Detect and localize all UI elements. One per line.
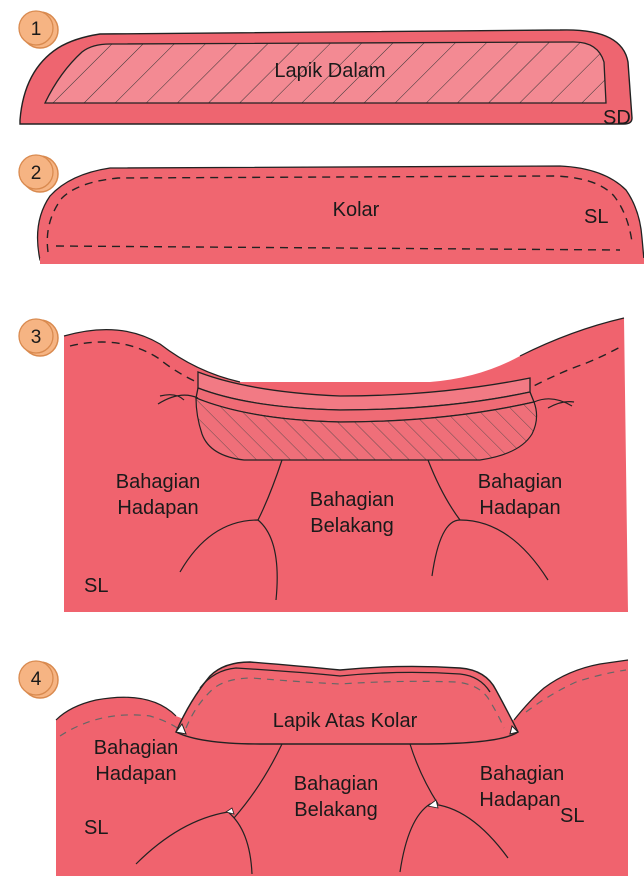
collar-bottom-fill (40, 258, 644, 264)
label-front-right-line2-step3: Hadapan (479, 497, 560, 519)
garment-body-step3 (64, 318, 628, 612)
label-back-line2-step3: Belakang (310, 515, 393, 537)
step-4-badge: 4 (19, 661, 58, 698)
label-front-left-line1-step4: Bahagian (94, 737, 179, 759)
label-front-right-line1-step4: Bahagian (480, 763, 565, 785)
label-sl-left-step4: SL (84, 817, 108, 839)
label-sd: SD (603, 107, 631, 129)
label-front-left-line2-step3: Hadapan (117, 497, 198, 519)
step-1: 1 Lapik Dalam SD (19, 11, 632, 129)
label-lapik-atas-kolar: Lapik Atas Kolar (273, 710, 418, 732)
label-sl-step2: SL (584, 206, 608, 228)
label-front-right-line1-step3: Bahagian (478, 471, 563, 493)
step-3-number: 3 (31, 327, 42, 348)
label-front-left-line2-step4: Hadapan (95, 763, 176, 785)
step-4: 4 Lapik Atas Kolar Bahagian Hadapan Baha… (19, 660, 628, 876)
step-3: 3 Bahagian Hadapan Bahagian Belakang Bah… (19, 318, 628, 612)
label-sl-right-step4: SL (560, 805, 584, 827)
step-4-number: 4 (31, 669, 42, 690)
step-3-badge: 3 (19, 319, 58, 356)
label-front-left-line1-step3: Bahagian (116, 471, 201, 493)
label-back-line1-step3: Bahagian (310, 489, 395, 511)
step-2-number: 2 (31, 163, 42, 184)
label-back-line1-step4: Bahagian (294, 773, 379, 795)
step-1-number: 1 (31, 19, 42, 40)
label-front-right-line2-step4: Hadapan (479, 789, 560, 811)
label-sl-step3: SL (84, 575, 108, 597)
label-lapik-dalam: Lapik Dalam (274, 60, 385, 82)
label-back-line2-step4: Belakang (294, 799, 377, 821)
step-1-badge: 1 (19, 11, 58, 48)
step-2-badge: 2 (19, 155, 58, 192)
step-2: 2 Kolar SL (19, 155, 644, 264)
label-kolar: Kolar (333, 199, 380, 221)
